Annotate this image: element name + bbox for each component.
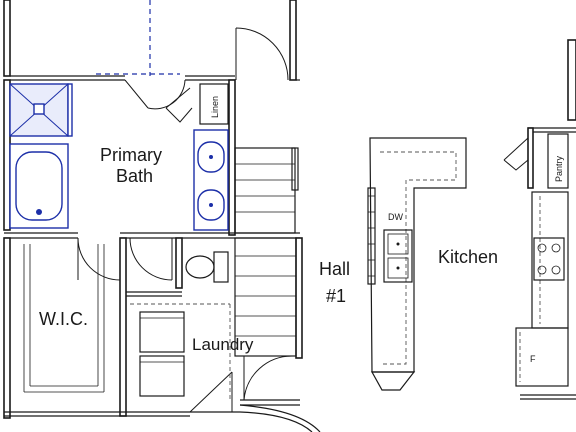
wall-pantry-left: [527, 127, 534, 189]
wall-right-upper: [567, 39, 576, 121]
dishwasher-label: DW: [388, 212, 403, 222]
refrigerator: [515, 327, 569, 387]
sink-double: [383, 229, 413, 283]
primary-bath-label-2: Bath: [116, 166, 153, 186]
door-linen: [165, 87, 191, 109]
door-pantry: [503, 137, 529, 161]
door-upper-swing: [235, 27, 289, 81]
burner-3: [537, 265, 547, 275]
door-wic: [77, 237, 121, 281]
island-overhang: [367, 187, 376, 285]
shower-curb: [67, 83, 73, 137]
primary-bath-fixtures: [9, 83, 229, 231]
island-dash: [380, 151, 457, 365]
sink-drain-2: [396, 266, 400, 270]
stairs: [234, 147, 299, 357]
bathtub-basin: [15, 151, 63, 221]
washer: [139, 311, 185, 353]
wall-bath-left: [3, 79, 11, 231]
dryer: [139, 355, 185, 397]
wall-curve-lower: [239, 404, 321, 432]
sink-lower-drain: [209, 203, 213, 207]
sink-basin-1: [387, 233, 409, 255]
door-bath: [124, 79, 149, 109]
powder-room: [185, 251, 229, 283]
laundry-label: Laundry: [192, 335, 254, 354]
laundry-appliances: [130, 303, 231, 400]
wall-wic-right: [119, 237, 127, 417]
sink-drain-1: [396, 242, 400, 246]
counter-right: [531, 191, 569, 329]
door-powder: [129, 237, 173, 281]
hall-label-2: #1: [326, 286, 346, 306]
wall-center-upper: [289, 0, 297, 81]
linen-label: Linen: [210, 96, 220, 118]
wic-shelves: [23, 244, 105, 393]
doors: [77, 27, 529, 413]
stair-rail: [291, 147, 299, 191]
wall-left-upper: [3, 0, 11, 77]
door-pantry-swing: [503, 159, 529, 171]
tub-drain: [36, 209, 42, 215]
burner-1: [537, 243, 547, 253]
wall-curve-lower-inner: [239, 411, 313, 432]
pantry-label: Pantry: [554, 155, 564, 182]
door-lower: [189, 371, 233, 413]
linen-closet: Linen: [199, 83, 229, 125]
door-laundry: [243, 355, 293, 401]
toilet-tank: [213, 251, 229, 283]
cooktop: [533, 237, 565, 281]
toilet-bowl: [185, 255, 215, 279]
stair-upper: [234, 147, 296, 234]
sink-basin-2: [387, 257, 409, 279]
wic-label: W.I.C.: [39, 309, 88, 329]
door-bath-swing: [147, 79, 186, 110]
burner-4: [551, 265, 561, 275]
wall-laundry-right: [295, 237, 303, 359]
linen-box: [199, 83, 229, 125]
wall-powder-left: [175, 237, 183, 289]
kitchen-island: DW: [367, 137, 467, 391]
hall-label-1: Hall: [319, 259, 350, 279]
kitchen-counter: F Pantry: [515, 133, 569, 387]
door-linen-swing: [165, 107, 193, 123]
sink-upper-drain: [209, 155, 213, 159]
primary-bath-label-1: Primary: [100, 145, 162, 165]
upper-room-markings: [96, 0, 180, 76]
pantry-box: [547, 133, 569, 189]
room-labels: Primary Bath W.I.C. Laundry Hall #1 Kitc…: [39, 145, 498, 354]
wall-wic-left: [3, 237, 11, 419]
island-end: [370, 371, 416, 391]
walls: [3, 0, 576, 432]
fridge-label: F: [530, 354, 536, 364]
stair-lower: [234, 237, 297, 357]
kitchen-label: Kitchen: [438, 247, 498, 267]
shower-drain: [33, 103, 45, 115]
wall-bath-right: [228, 79, 236, 236]
burner-2: [551, 243, 561, 253]
